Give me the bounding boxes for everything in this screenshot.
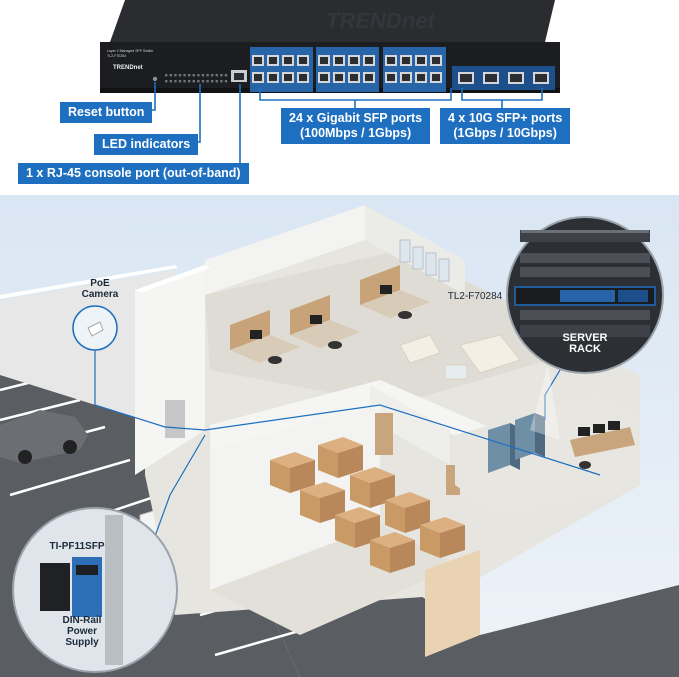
box-front <box>290 460 315 493</box>
rack-line2: RACK <box>569 343 601 355</box>
sfp-group-3 <box>383 47 446 92</box>
side-door <box>165 400 185 438</box>
led-dot <box>206 80 209 83</box>
led-dot <box>211 80 214 83</box>
box-front <box>390 540 415 573</box>
brand-logo: TRENDnet <box>113 65 143 71</box>
led-dot <box>188 74 191 77</box>
inset-line3: Supply <box>65 637 99 648</box>
box-side <box>370 540 390 573</box>
led-dot <box>201 80 205 83</box>
reset-button-callout: Reset button <box>60 102 153 123</box>
camera-icon <box>87 321 104 337</box>
sfp-ports-callout-line1: 24 x Gigabit SFP ports <box>289 111 423 125</box>
sfp-plus-ports-callout: 4 x 10G SFP+ ports (1Gbps / 10Gbps) <box>440 108 571 144</box>
sfp-plus-callout-line1: 4 x 10G SFP+ ports <box>448 111 563 125</box>
led-dot <box>224 74 228 77</box>
led-dot <box>165 74 168 77</box>
inset-line2: Power <box>66 626 97 637</box>
box-side <box>350 475 370 508</box>
led-dot <box>215 80 218 83</box>
led-dot <box>215 74 218 77</box>
back-wall-left <box>205 205 365 295</box>
led-dot <box>188 80 191 83</box>
box-side <box>300 490 320 523</box>
svg-text:TL2-F70284: TL2-F70284 <box>107 54 126 58</box>
rack-line1: SERVER <box>562 332 608 344</box>
din-rail <box>105 515 123 665</box>
din-rail-power-label: DIN-Rail Power Supply <box>52 615 112 648</box>
led-indicators-callout: LED indicators <box>94 134 199 155</box>
box-top <box>318 437 363 453</box>
reset-button-hole <box>152 76 158 82</box>
poe-line2: Camera <box>81 289 119 300</box>
console-port-callout: 1 x RJ-45 console port (out-of-band) <box>18 163 249 184</box>
led-dot <box>197 74 200 77</box>
poe-line1: PoE <box>90 278 110 289</box>
sfp-plus-ports <box>458 72 549 84</box>
led-dot <box>197 80 200 83</box>
poe-camera-label: PoE Camera <box>80 278 120 300</box>
server-racks <box>488 413 545 473</box>
sfp-ports-callout-line2: (100Mbps / 1Gbps) <box>300 126 412 140</box>
sfp-ports-callout: 24 x Gigabit SFP ports (100Mbps / 1Gbps) <box>281 108 431 144</box>
led-dot <box>224 80 228 83</box>
led-dot <box>220 74 223 77</box>
box-side <box>270 460 290 493</box>
led-dot <box>183 80 186 83</box>
parked-car-left <box>0 410 88 464</box>
loading-door <box>425 550 480 657</box>
led-dot <box>174 74 177 77</box>
office-cubicles <box>230 265 430 364</box>
server-rack-label: SERVER RACK <box>555 333 615 355</box>
inset-line1: DIN-Rail <box>62 615 102 626</box>
lounge-sofas <box>399 334 521 380</box>
sfp-plus-callout-line2: (1Gbps / 10Gbps) <box>453 126 557 140</box>
svg-text:Layer 2 Managed SFP Switch: Layer 2 Managed SFP Switch <box>107 49 153 53</box>
box-front <box>338 445 363 478</box>
box-top <box>270 452 315 468</box>
box-top <box>335 507 380 523</box>
box-top <box>385 492 430 508</box>
chassis-logo-embossed: TRENDnet <box>324 8 438 33</box>
box-top <box>300 482 345 498</box>
box-side <box>335 515 355 548</box>
sfp-port-groups <box>250 47 446 92</box>
led-dot <box>192 74 195 77</box>
led-dot <box>169 80 172 83</box>
box-side <box>385 500 405 533</box>
switch-illustration: TRENDnet Layer 2 Managed SFP Switch TL2-… <box>100 0 560 173</box>
led-dot <box>169 74 172 77</box>
led-dot <box>174 80 177 83</box>
ti-pf11sfp-device <box>40 563 70 611</box>
box-top <box>350 467 395 483</box>
led-dot <box>192 80 195 83</box>
led-dot <box>201 74 205 77</box>
switch-model-tag: TL2-F70284 <box>447 291 503 302</box>
perimeter-wall <box>0 270 175 430</box>
led-dot <box>165 80 168 83</box>
led-dot <box>211 74 214 77</box>
control-desk <box>570 421 635 469</box>
warehouse-boxes <box>270 437 465 573</box>
box-side <box>420 525 440 558</box>
led-dot <box>220 80 223 83</box>
warehouse-door <box>375 413 393 455</box>
box-side <box>318 445 338 478</box>
sfp-group-1 <box>250 47 313 92</box>
led-dot <box>178 74 182 77</box>
led-dot <box>183 74 186 77</box>
middle-wall <box>210 380 600 495</box>
led-dot <box>178 80 182 83</box>
box-top <box>420 517 465 533</box>
sfp-group-2 <box>316 47 379 92</box>
box-top <box>370 532 415 548</box>
building-scene <box>0 195 679 677</box>
led-indicators <box>165 74 228 83</box>
inset-device-label: TI-PF11SFP <box>49 541 105 552</box>
box-front <box>440 525 465 558</box>
led-dot <box>206 74 209 77</box>
